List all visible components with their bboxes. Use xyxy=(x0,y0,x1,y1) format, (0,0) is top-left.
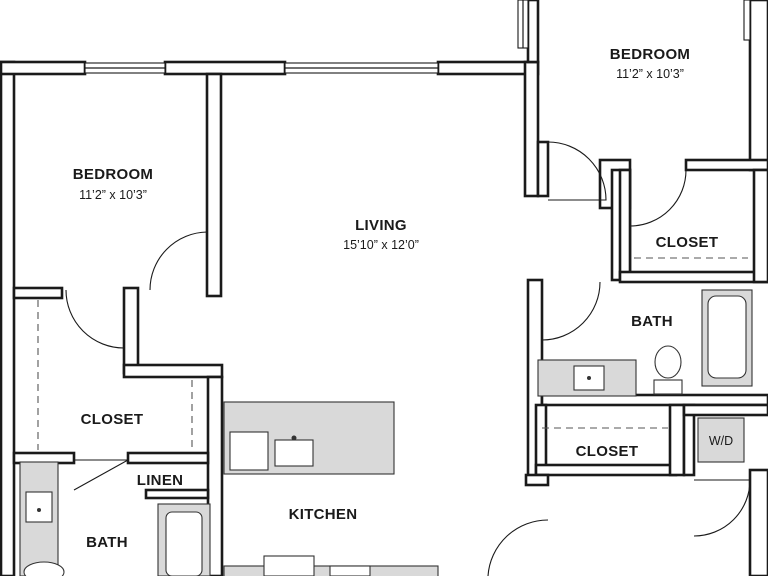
fixtures xyxy=(19,289,753,576)
door-wd xyxy=(693,479,751,537)
room-name-bath-left: BATH xyxy=(86,534,128,551)
washer-dryer xyxy=(697,417,745,463)
doors xyxy=(65,141,751,576)
room-dims-bedroom-left: 11’2” x 10’3” xyxy=(79,188,147,202)
room-name-kitchen: KITCHEN xyxy=(289,506,358,523)
door-entry xyxy=(487,519,549,576)
room-name-bath-right: BATH xyxy=(631,313,673,330)
closet-rods xyxy=(37,257,748,450)
door-bedroom-left xyxy=(65,289,125,349)
room-name-bedroom-left: BEDROOM xyxy=(73,166,153,183)
bath-right-toilet-tank xyxy=(653,379,683,395)
room-name-closet-right-top: CLOSET xyxy=(656,234,719,251)
room-dims-bedroom-right: 11’2” x 10’3” xyxy=(616,67,684,81)
door-bedroom-right xyxy=(547,141,607,201)
door-bath-right xyxy=(541,281,601,341)
door-closet-right-top xyxy=(629,169,687,227)
label-washer-dryer: W/D xyxy=(709,434,733,448)
bath-right-toilet xyxy=(654,345,682,379)
door-hall xyxy=(149,231,208,291)
room-name-linen: LINEN xyxy=(137,472,184,489)
kitchen-sink xyxy=(274,439,314,467)
room-name-bedroom-right: BEDROOM xyxy=(610,46,690,63)
windows xyxy=(84,0,751,74)
room-name-closet-left: CLOSET xyxy=(81,411,144,428)
bath-left-toilet xyxy=(23,561,65,576)
room-name-living: LIVING xyxy=(355,217,407,234)
room-name-closet-right-mid: CLOSET xyxy=(576,443,639,460)
dishwasher xyxy=(229,431,269,471)
room-labels: BEDROOM 11’2” x 10’3” BEDROOM 11’2” x 10… xyxy=(73,46,733,551)
room-dims-living: 15’10” x 12’0” xyxy=(343,238,419,252)
